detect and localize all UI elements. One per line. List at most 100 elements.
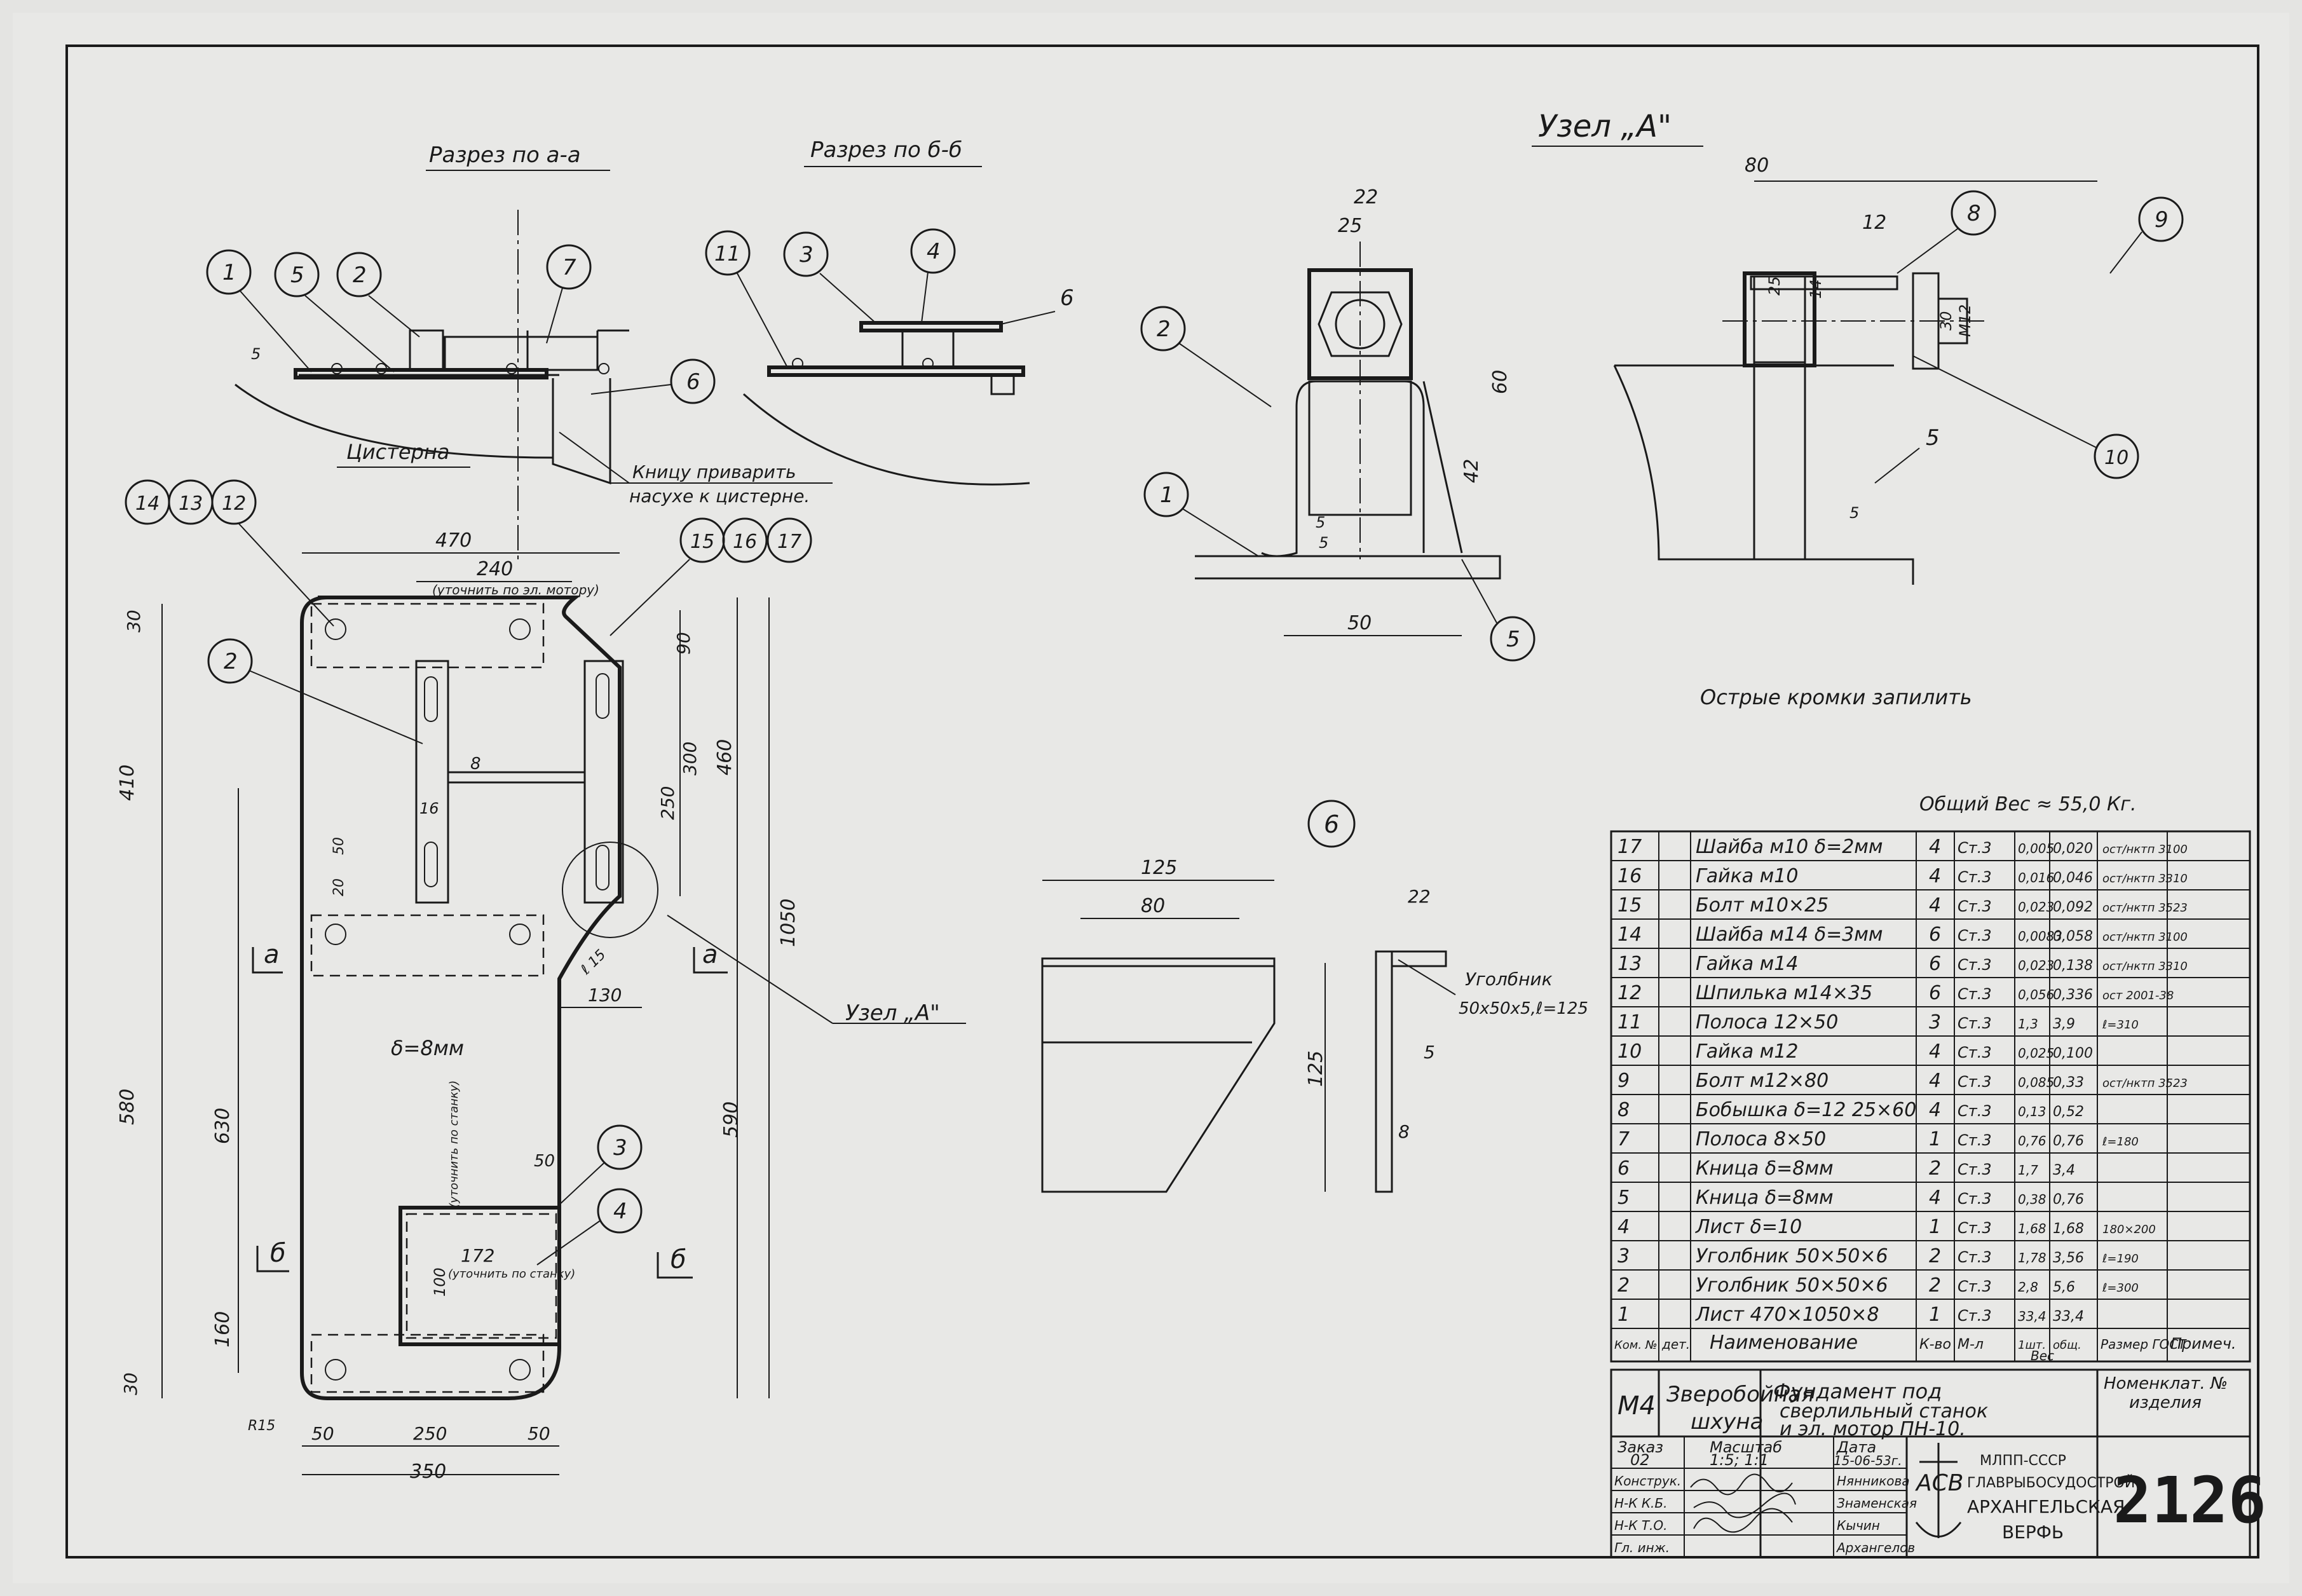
bom-weight-each: 0,38 (2018, 1192, 2047, 1207)
bom-size: ℓ=190 (2102, 1252, 2139, 1265)
bom-pos: 15 (1618, 894, 1642, 917)
tb-nomencl-1: Номенклат. № (2104, 1374, 2228, 1393)
bom-weight-each: 2,8 (2018, 1279, 2038, 1295)
balloon-7: 7 (546, 244, 592, 344)
svg-text:5: 5 (290, 263, 304, 288)
svg-text:5: 5 (1424, 1042, 1435, 1063)
svg-text:5: 5 (1506, 627, 1520, 652)
balloon-n9: 9 (2109, 196, 2184, 274)
svg-text:100: 100 (431, 1267, 449, 1297)
svg-text:90: 90 (673, 632, 694, 655)
bom-size: ℓ=300 (2102, 1281, 2139, 1295)
bom-pos: 4 (1618, 1216, 1630, 1238)
svg-text:5: 5 (1849, 504, 1859, 522)
svg-text:17: 17 (777, 531, 801, 553)
detail-6: 6 125 80 125 22 5 8 Уголбник 50х50х5,ℓ=1… (1041, 800, 1588, 1193)
svg-text:11: 11 (714, 242, 740, 266)
shipyard-logo: АСВ (1915, 1443, 1963, 1538)
bom-weight-total: 0,52 (2053, 1104, 2084, 1120)
bom-material: Ст.3 (1958, 1014, 1992, 1032)
bom-weight-each: 0,0083 (2018, 929, 2062, 944)
bom-weight-each: 0,016 (2018, 870, 2054, 885)
label-6-bb: 6 (1060, 285, 1074, 311)
bom-pos: 9 (1618, 1070, 1630, 1092)
sheet-number: 2126 (2113, 1463, 2266, 1538)
svg-text:Н-К К.Б.: Н-К К.Б. (1614, 1496, 1667, 1511)
signature-3 (1693, 1508, 1793, 1533)
balloon-n5-side: 5 (1926, 425, 1940, 451)
svg-text:125: 125 (1141, 857, 1177, 879)
bom-header-size: Размер ГОСТ (2101, 1337, 2187, 1352)
bom-material: Ст.3 (1958, 868, 1992, 886)
bom-qty: 1 (1929, 1304, 1941, 1326)
svg-text:410: 410 (116, 765, 139, 801)
bom-name: Бобышка δ=12 25×60 (1696, 1099, 1916, 1121)
bom-qty: 6 (1929, 953, 1941, 975)
bom-header-pos: Ком. № (1614, 1339, 1658, 1352)
bom-qty: 3 (1929, 1011, 1941, 1033)
svg-text:15-06-53г.: 15-06-53г. (1834, 1453, 1902, 1468)
svg-text:2: 2 (353, 263, 367, 288)
svg-text:580: 580 (116, 1089, 139, 1125)
bom-size: ост/нктп 3523 (2102, 901, 2188, 915)
svg-text:30: 30 (120, 1372, 141, 1395)
svg-text:4: 4 (927, 239, 941, 264)
bom-name: Лист δ=10 (1695, 1216, 1802, 1238)
bom-material: Ст.3 (1958, 1073, 1992, 1091)
balloon-3-plan: 3 (555, 1124, 643, 1208)
svg-text:60: 60 (1489, 370, 1511, 394)
svg-text:1: 1 (222, 260, 236, 285)
bom-weight-total: 0,33 (2053, 1075, 2084, 1091)
bom-material: Ст.3 (1958, 1161, 1992, 1178)
svg-text:160: 160 (212, 1311, 234, 1347)
signature-2 (1693, 1492, 1796, 1518)
bom-pos: 14 (1618, 924, 1642, 946)
balloon-3: 3 (783, 231, 878, 325)
bom-weight-total: 0,138 (2053, 958, 2093, 974)
svg-text:АРХАНГЕЛЬСКАЯ: АРХАНГЕЛЬСКАЯ (1967, 1496, 2125, 1517)
cut-b-right: б (671, 1245, 686, 1274)
angle-label-1: Уголбник (1465, 969, 1553, 990)
bom-name: Гайка м10 (1696, 865, 1798, 887)
detail-6-label: 6 (1324, 810, 1339, 838)
svg-text:42: 42 (1461, 459, 1483, 483)
cut-a-left: а (264, 940, 280, 969)
bom-size: ост/нктп 3100 (2102, 931, 2188, 944)
balloon-2-plan: 2 (207, 638, 423, 744)
svg-text:5: 5 (1316, 514, 1325, 531)
svg-text:590: 590 (720, 1102, 742, 1138)
bom-pos: 16 (1618, 865, 1642, 887)
svg-text:50: 50 (528, 1423, 550, 1444)
bom-weight-each: 0,025 (2018, 1046, 2054, 1061)
balloon-n1: 1 (1143, 472, 1259, 557)
bom-name: Кница δ=8мм (1696, 1187, 1834, 1209)
svg-text:130: 130 (588, 985, 622, 1006)
sharp-edges-note: Острые кромки запилить (1700, 685, 1972, 709)
bom-qty: 1 (1929, 1216, 1941, 1238)
svg-text:13: 13 (179, 493, 203, 515)
bom-qty: 4 (1929, 1040, 1941, 1063)
svg-text:1050: 1050 (777, 899, 800, 947)
bom-qty: 6 (1929, 982, 1941, 1004)
bom-pos: 11 (1618, 1011, 1642, 1033)
bom-pos: 10 (1618, 1040, 1642, 1063)
section-b-b-title: Разрез по б-б (810, 137, 962, 163)
node-a-reference: Узел „А" (845, 1000, 940, 1026)
cut-a-right: а (702, 940, 718, 969)
bom-weight-total: 3,56 (2053, 1250, 2084, 1266)
tank-label: Цистерна (346, 440, 449, 464)
svg-text:Гл. инж.: Гл. инж. (1614, 1540, 1670, 1555)
bom-name: Кница δ=8мм (1696, 1157, 1834, 1180)
bom-name: Уголбник 50×50×6 (1696, 1274, 1888, 1297)
svg-text:250: 250 (413, 1423, 447, 1444)
svg-text:Масштаб: Масштаб (1710, 1438, 1782, 1456)
svg-text:Заказ: Заказ (1618, 1438, 1663, 1456)
bom-material: Ст.3 (1958, 1219, 1992, 1237)
bom-size: ℓ=310 (2102, 1018, 2139, 1032)
bom-qty: 6 (1929, 924, 1941, 946)
svg-text:14: 14 (1807, 279, 1825, 299)
bom-name: Гайка м14 (1696, 953, 1798, 975)
bom-name: Гайка м12 (1696, 1040, 1798, 1063)
bom-qty: 4 (1929, 836, 1941, 858)
